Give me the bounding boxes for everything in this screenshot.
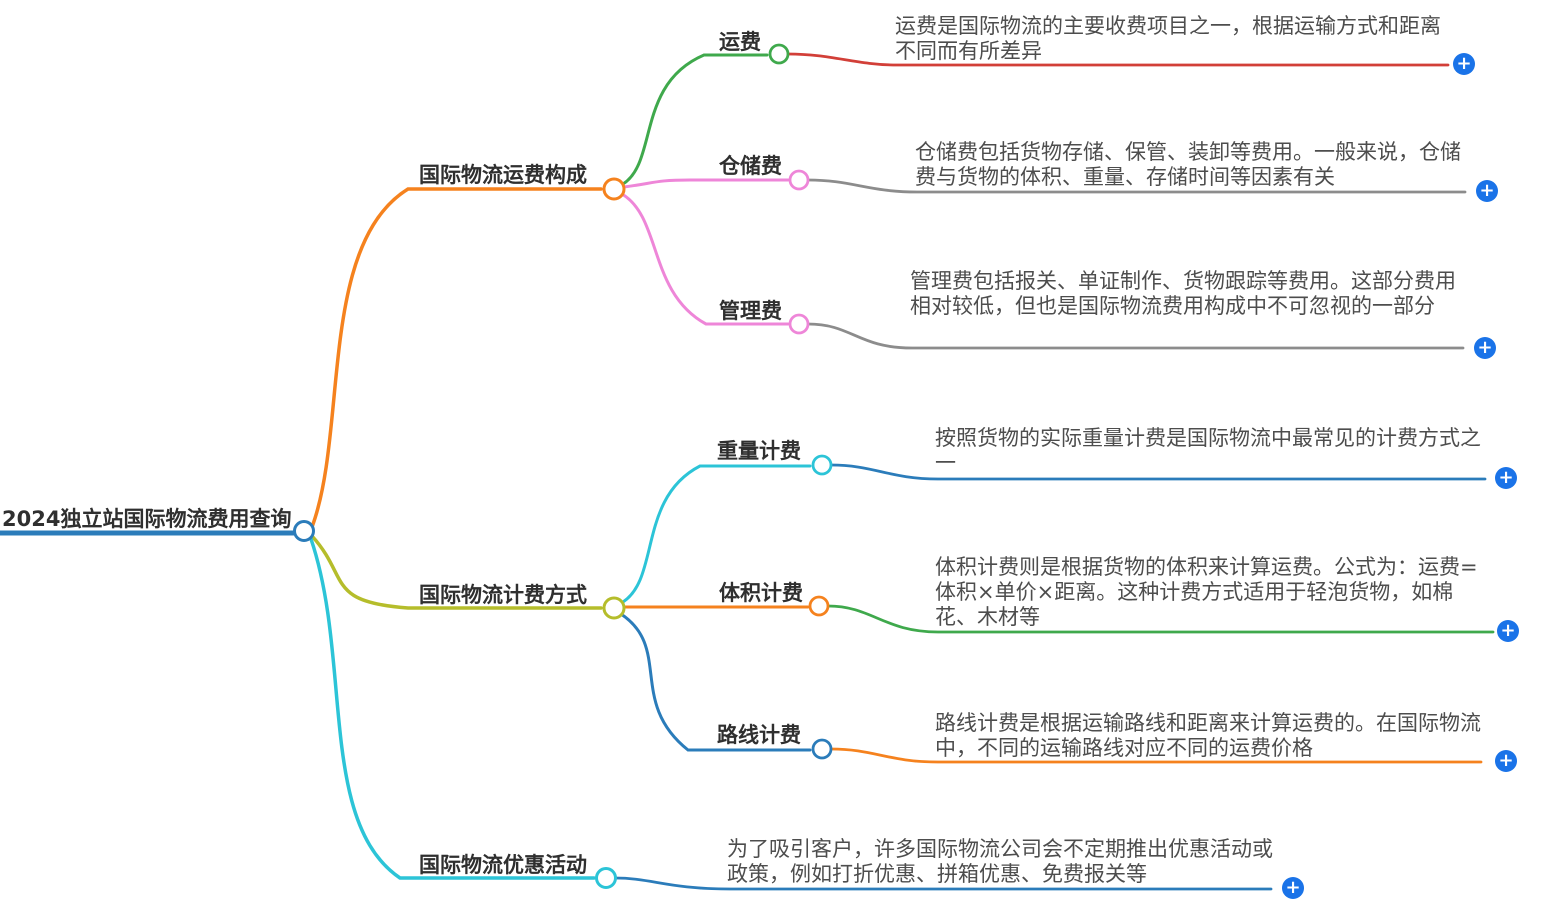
add-child-button[interactable]: + bbox=[1495, 467, 1517, 489]
root-topic-label[interactable]: 2024独立站国际物流费用查询 bbox=[2, 507, 292, 531]
child-label-route[interactable]: 路线计费 bbox=[717, 723, 801, 747]
child-label-freight[interactable]: 运费 bbox=[719, 30, 761, 54]
child-label-weight[interactable]: 重量计费 bbox=[717, 439, 801, 463]
node-handle-route[interactable] bbox=[811, 738, 833, 760]
add-child-button[interactable]: + bbox=[1476, 180, 1498, 202]
child-line-freight bbox=[621, 53, 769, 186]
child-line-weight bbox=[621, 464, 812, 604]
desc-weight[interactable]: 按照货物的实际重量计费是国际物流中最常见的计费方式之一 bbox=[935, 426, 1481, 475]
desc-route[interactable]: 路线计费是根据运输路线和距离来计算运费的。在国际物流中，不同的运输路线对应不同的… bbox=[935, 711, 1481, 760]
branch-line-2 bbox=[310, 534, 603, 610]
add-child-button[interactable]: + bbox=[1453, 53, 1475, 75]
branch-label-3[interactable]: 国际物流优惠活动 bbox=[419, 853, 587, 877]
desc-line-promo bbox=[613, 876, 1273, 891]
desc-line-storage bbox=[806, 178, 1467, 194]
desc-line-volume bbox=[826, 604, 1495, 634]
desc-promo[interactable]: 为了吸引客户，许多国际物流公司会不定期推出优惠活动或政策，例如打折优惠、拼箱优惠… bbox=[727, 837, 1273, 886]
child-line-management bbox=[620, 192, 790, 326]
child-line-route bbox=[619, 612, 812, 752]
node-handle-freight[interactable] bbox=[768, 43, 790, 65]
node-handle-management[interactable] bbox=[788, 313, 810, 335]
child-line-storage bbox=[622, 178, 790, 189]
node-handle-branch-1[interactable] bbox=[602, 177, 626, 201]
node-handle-branch-2[interactable] bbox=[602, 596, 626, 620]
root-node-handle[interactable] bbox=[293, 520, 315, 542]
node-handle-weight[interactable] bbox=[811, 454, 833, 476]
branch-label-2[interactable]: 国际物流计费方式 bbox=[419, 583, 587, 607]
desc-line-management bbox=[806, 322, 1465, 350]
desc-freight[interactable]: 运费是国际物流的主要收费项目之一，根据运输方式和距离不同而有所差异 bbox=[895, 14, 1441, 63]
node-handle-branch-3[interactable] bbox=[595, 867, 617, 889]
branch-label-1[interactable]: 国际物流运费构成 bbox=[419, 163, 587, 187]
add-child-button[interactable]: + bbox=[1497, 620, 1519, 642]
desc-line-weight bbox=[829, 463, 1487, 481]
desc-storage[interactable]: 仓储费包括货物存储、保管、装卸等费用。一般来说，仓储费与货物的体积、重量、存储时… bbox=[915, 140, 1461, 189]
node-handle-volume[interactable] bbox=[808, 595, 830, 617]
child-label-storage[interactable]: 仓储费 bbox=[719, 154, 782, 178]
child-label-management[interactable]: 管理费 bbox=[719, 299, 782, 323]
add-child-button[interactable]: + bbox=[1495, 750, 1517, 772]
branch-line-3 bbox=[309, 537, 596, 880]
desc-management[interactable]: 管理费包括报关、单证制作、货物跟踪等费用。这部分费用相对较低，但也是国际物流费用… bbox=[910, 269, 1456, 318]
node-handle-storage[interactable] bbox=[788, 169, 810, 191]
desc-line-freight bbox=[786, 52, 1450, 67]
desc-volume[interactable]: 体积计费则是根据货物的体积来计算运费。公式为：运费=体积×单价×距离。这种计费方… bbox=[935, 555, 1478, 629]
desc-line-route bbox=[829, 747, 1483, 764]
add-child-button[interactable]: + bbox=[1282, 877, 1304, 899]
branch-line-1 bbox=[310, 187, 603, 529]
child-label-volume[interactable]: 体积计费 bbox=[719, 581, 803, 605]
add-child-button[interactable]: + bbox=[1474, 337, 1496, 359]
